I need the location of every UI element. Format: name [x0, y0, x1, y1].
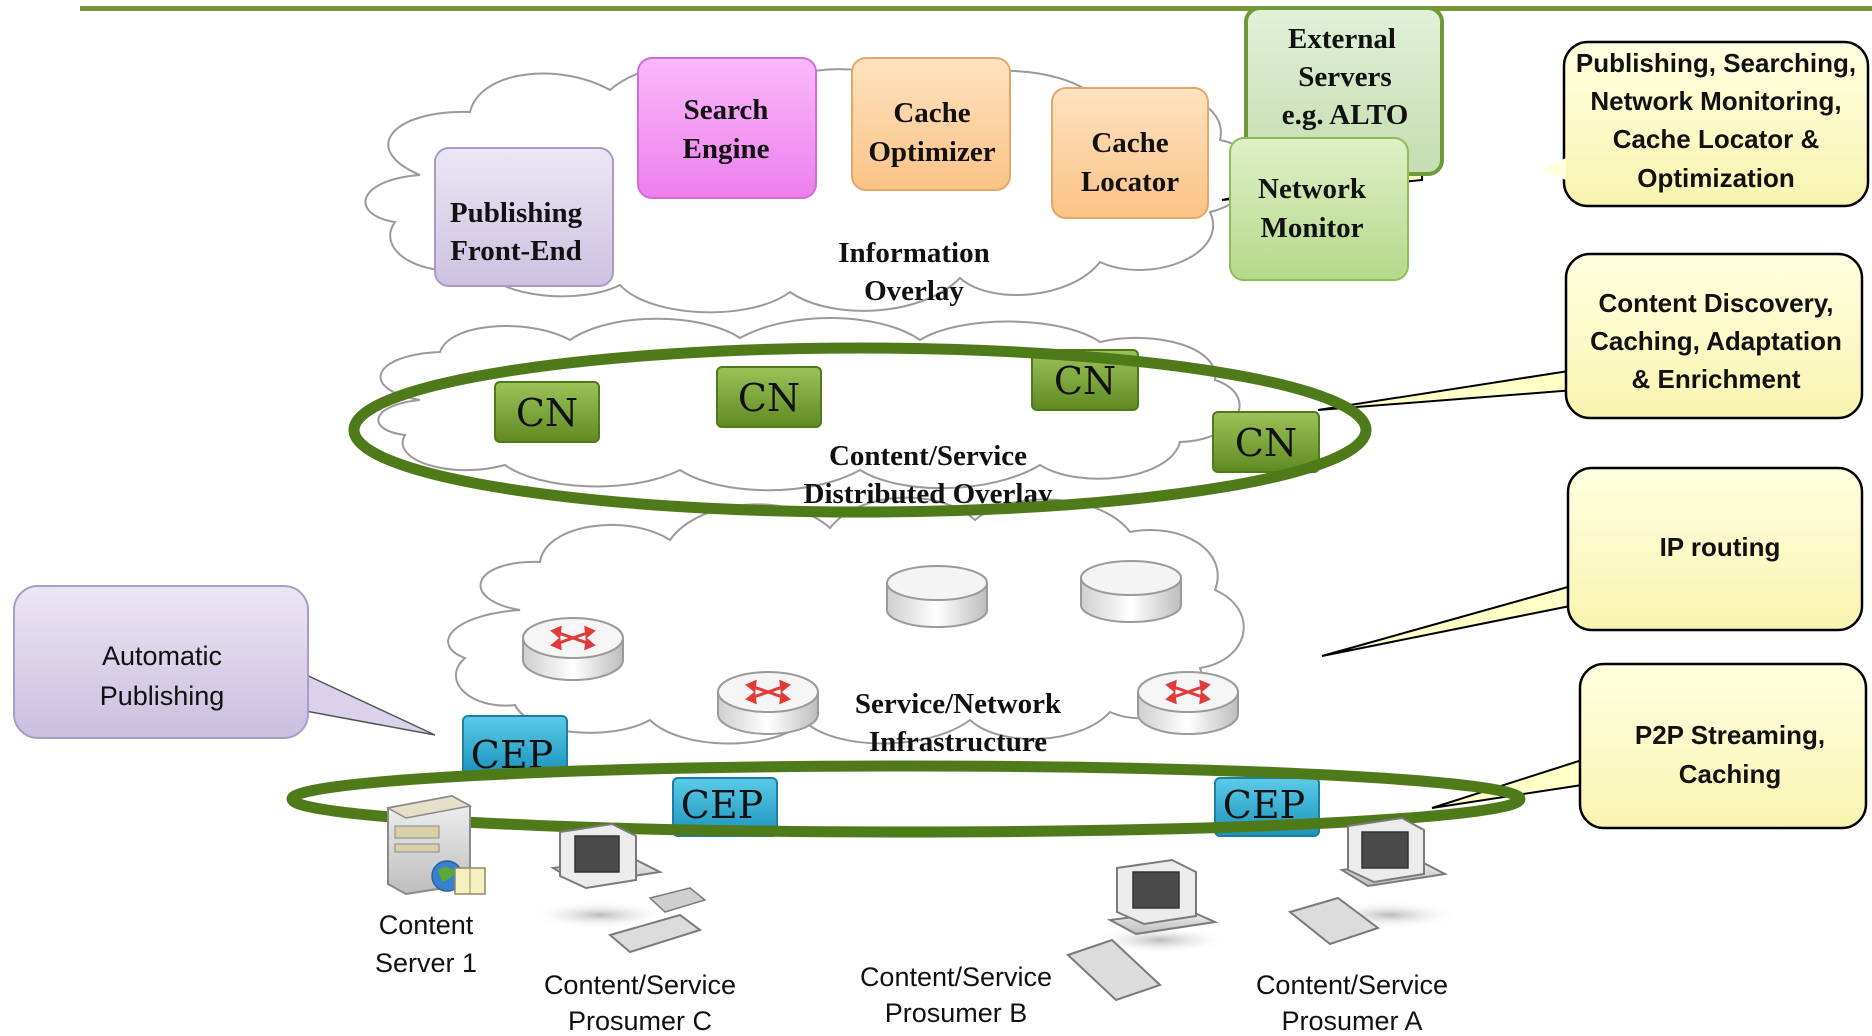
- content-discovery-callout: Content Discovery, Caching, Adaptation &…: [1564, 252, 1864, 420]
- content-server-label-2: Server 1: [375, 948, 477, 978]
- router-icon: [717, 671, 819, 735]
- svg-text:CEP: CEP: [681, 783, 763, 827]
- content-server-label-1: Content: [379, 910, 474, 940]
- publishing-callout-line-2: Network Monitoring,: [1590, 86, 1841, 116]
- ip-callout-line-1: IP routing: [1660, 532, 1781, 562]
- external-label-1: External: [1288, 23, 1396, 55]
- publishing-callout: Publishing, Searching, Network Monitorin…: [1540, 40, 1870, 208]
- prosumer-a-label-1: Content/Service: [1256, 970, 1448, 1000]
- search-label-2: Engine: [682, 133, 769, 165]
- content-service-overlay-label-1: Content/Service: [829, 440, 1027, 472]
- svg-text:CN: CN: [516, 391, 578, 435]
- cn-node: CN: [494, 381, 600, 443]
- svg-text:CN: CN: [1054, 359, 1116, 403]
- network-monitor-label-2: Monitor: [1260, 212, 1363, 244]
- computer-icon: [1066, 858, 1230, 1002]
- cache-locator-label-2: Locator: [1081, 166, 1179, 198]
- service-network-infrastructure-cloud: [447, 496, 1245, 745]
- router-icon: [522, 617, 624, 681]
- cache-optimizer-label-2: Optimizer: [868, 136, 995, 168]
- prosumer-b-label-1: Content/Service: [860, 962, 1052, 992]
- automatic-callout-pointer: [299, 670, 436, 736]
- p2p-callout-line-1: P2P Streaming,: [1635, 720, 1825, 750]
- ip-routing-callout: IP routing: [1566, 466, 1864, 632]
- prosumer-a-label-2: Prosumer A: [1281, 1006, 1422, 1036]
- cache-optimizer-label-1: Cache: [893, 97, 970, 129]
- search-label-1: Search: [684, 94, 769, 126]
- router-icon: [1137, 671, 1239, 735]
- top-rule: [80, 6, 1872, 11]
- cn-node: CN: [1031, 349, 1139, 411]
- publishing-front-end-box: Publishing Front-End: [434, 147, 614, 287]
- service-network-label-1: Service/Network: [855, 688, 1062, 720]
- cep-node: CEP: [672, 777, 778, 837]
- server-icon: [380, 794, 486, 896]
- cep-overlay-ring: [286, 760, 1526, 838]
- service-network-label-2: Infrastructure: [869, 726, 1047, 758]
- automatic-publishing-callout: Automatic Publishing: [13, 585, 309, 739]
- cache-optimizer-box: Cache Optimizer: [851, 57, 1011, 191]
- external-label-2: Servers: [1298, 61, 1391, 93]
- cache-locator-box: Cache Locator: [1051, 87, 1209, 219]
- external-label-3: e.g. ALTO: [1282, 99, 1409, 131]
- information-overlay-label-1: Information: [838, 237, 989, 269]
- p2p-streaming-callout: P2P Streaming, Caching: [1578, 662, 1868, 830]
- search-engine-box: Search Engine: [637, 57, 817, 199]
- publishing-callout-line-4: Optimization: [1637, 163, 1794, 193]
- automatic-callout-line-2: Publishing: [100, 681, 225, 711]
- svg-text:CN: CN: [1235, 421, 1297, 465]
- automatic-callout-line-1: Automatic: [102, 641, 222, 671]
- prosumer-c-label-1: Content/Service: [544, 970, 736, 1000]
- svg-text:CN: CN: [738, 376, 800, 420]
- storage-icon: [1080, 560, 1182, 623]
- external-servers-box: External Servers e.g. ALTO: [1244, 6, 1444, 176]
- content-callout-pointer: [1317, 368, 1576, 411]
- publishing-callout-line-1: Publishing, Searching,: [1576, 48, 1856, 78]
- content-callout-line-3: & Enrichment: [1631, 364, 1800, 394]
- prosumer-c-label-2: Prosumer C: [568, 1006, 712, 1036]
- cn-node: CN: [716, 366, 822, 428]
- information-overlay-label-2: Overlay: [864, 275, 964, 307]
- publishing-label-1: Publishing: [450, 197, 583, 229]
- publishing-callout-line-3: Cache Locator &: [1613, 124, 1820, 154]
- network-monitor-label-1: Network: [1258, 173, 1367, 205]
- content-callout-line-1: Content Discovery,: [1598, 288, 1833, 318]
- publishing-label-2: Front-End: [450, 235, 582, 267]
- p2p-callout-line-2: Caching: [1679, 759, 1782, 789]
- computer-icon: [1287, 816, 1460, 946]
- ip-callout-pointer: [1321, 583, 1576, 657]
- computer-icon: [530, 822, 707, 954]
- cn-node: CN: [1212, 411, 1320, 473]
- content-callout-line-2: Caching, Adaptation: [1590, 326, 1842, 356]
- cache-locator-label-1: Cache: [1091, 127, 1168, 159]
- cn-overlay-ring: [348, 342, 1372, 518]
- network-monitor-box: Network Monitor: [1229, 137, 1409, 281]
- storage-icon: [886, 565, 988, 628]
- prosumer-b-label-2: Prosumer B: [885, 998, 1028, 1028]
